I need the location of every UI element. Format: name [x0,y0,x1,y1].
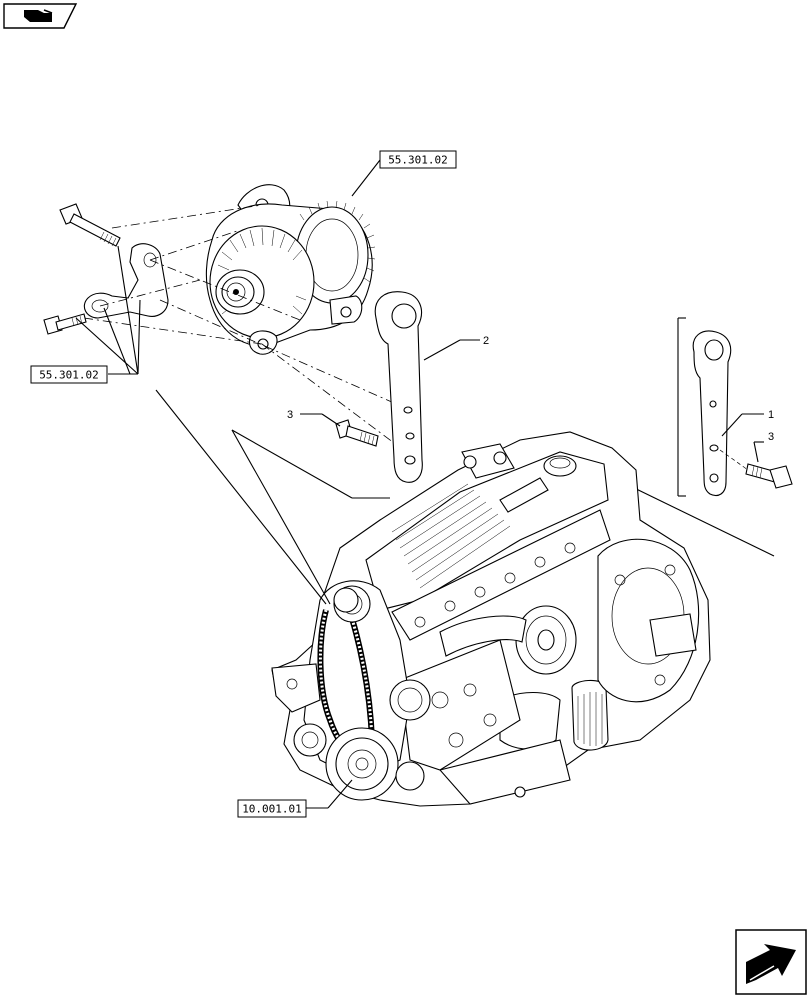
book-icon[interactable] [3,3,78,29]
ref-alternator-top[interactable]: 55.301.02 [351,150,457,197]
svg-text:10.001.01: 10.001.01 [242,803,302,816]
tensioner-bracket-right [692,330,732,497]
long-bolt [59,203,121,247]
short-bolt [43,313,87,335]
svg-text:55.301.02: 55.301.02 [388,154,448,167]
ref-bolts-left[interactable]: 55.301.02 [30,245,141,384]
tensioner-bracket-center [374,291,423,483]
bolt-center [335,419,379,447]
alternator [205,184,376,355]
svg-text:3: 3 [768,431,774,443]
detail-frame-right [625,317,775,557]
bolt-right [719,449,793,489]
callout-3-center: 3 [287,409,341,427]
alignment-lines [83,204,411,456]
svg-text:2: 2 [483,335,489,347]
engine-leader-lines [155,389,390,605]
svg-text:1: 1 [768,409,774,421]
next-page-arrow-icon[interactable] [735,929,807,995]
callout-2: 2 [423,335,489,361]
alternator-bracket [83,243,169,319]
callout-1: 1 [721,409,774,437]
svg-text:55.301.02: 55.301.02 [39,369,99,382]
engine-assembly [271,431,711,807]
callout-3-right: 3 [753,431,774,463]
ref-engine[interactable]: 10.001.01 [237,779,353,818]
svg-text:3: 3 [287,409,293,421]
